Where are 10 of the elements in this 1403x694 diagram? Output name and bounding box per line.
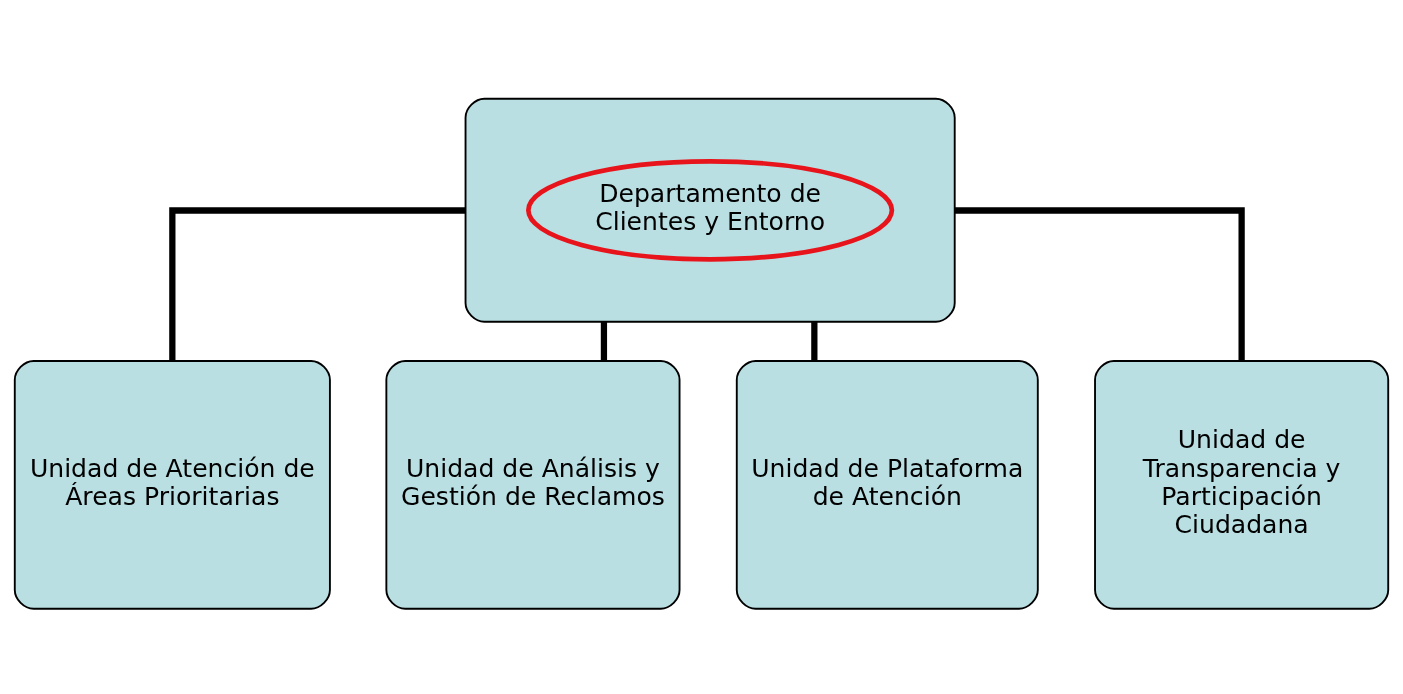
node-box: Unidad de Atención de Áreas Prioritarias	[13, 359, 331, 610]
connector	[600, 321, 608, 361]
node-box: Unidad de Plataforma de Atención	[735, 359, 1039, 610]
cluster	[464, 97, 956, 323]
connector	[811, 321, 818, 361]
node-box: Unidad de Análisis y Gestión de Reclamos	[385, 359, 681, 610]
node-ellipse: Departamento de Clientes y Entorno	[526, 158, 895, 262]
node-box: Unidad de Transparencia y Participación Ciudadana	[1094, 359, 1390, 610]
connector	[954, 206, 1245, 361]
connector	[169, 206, 466, 361]
